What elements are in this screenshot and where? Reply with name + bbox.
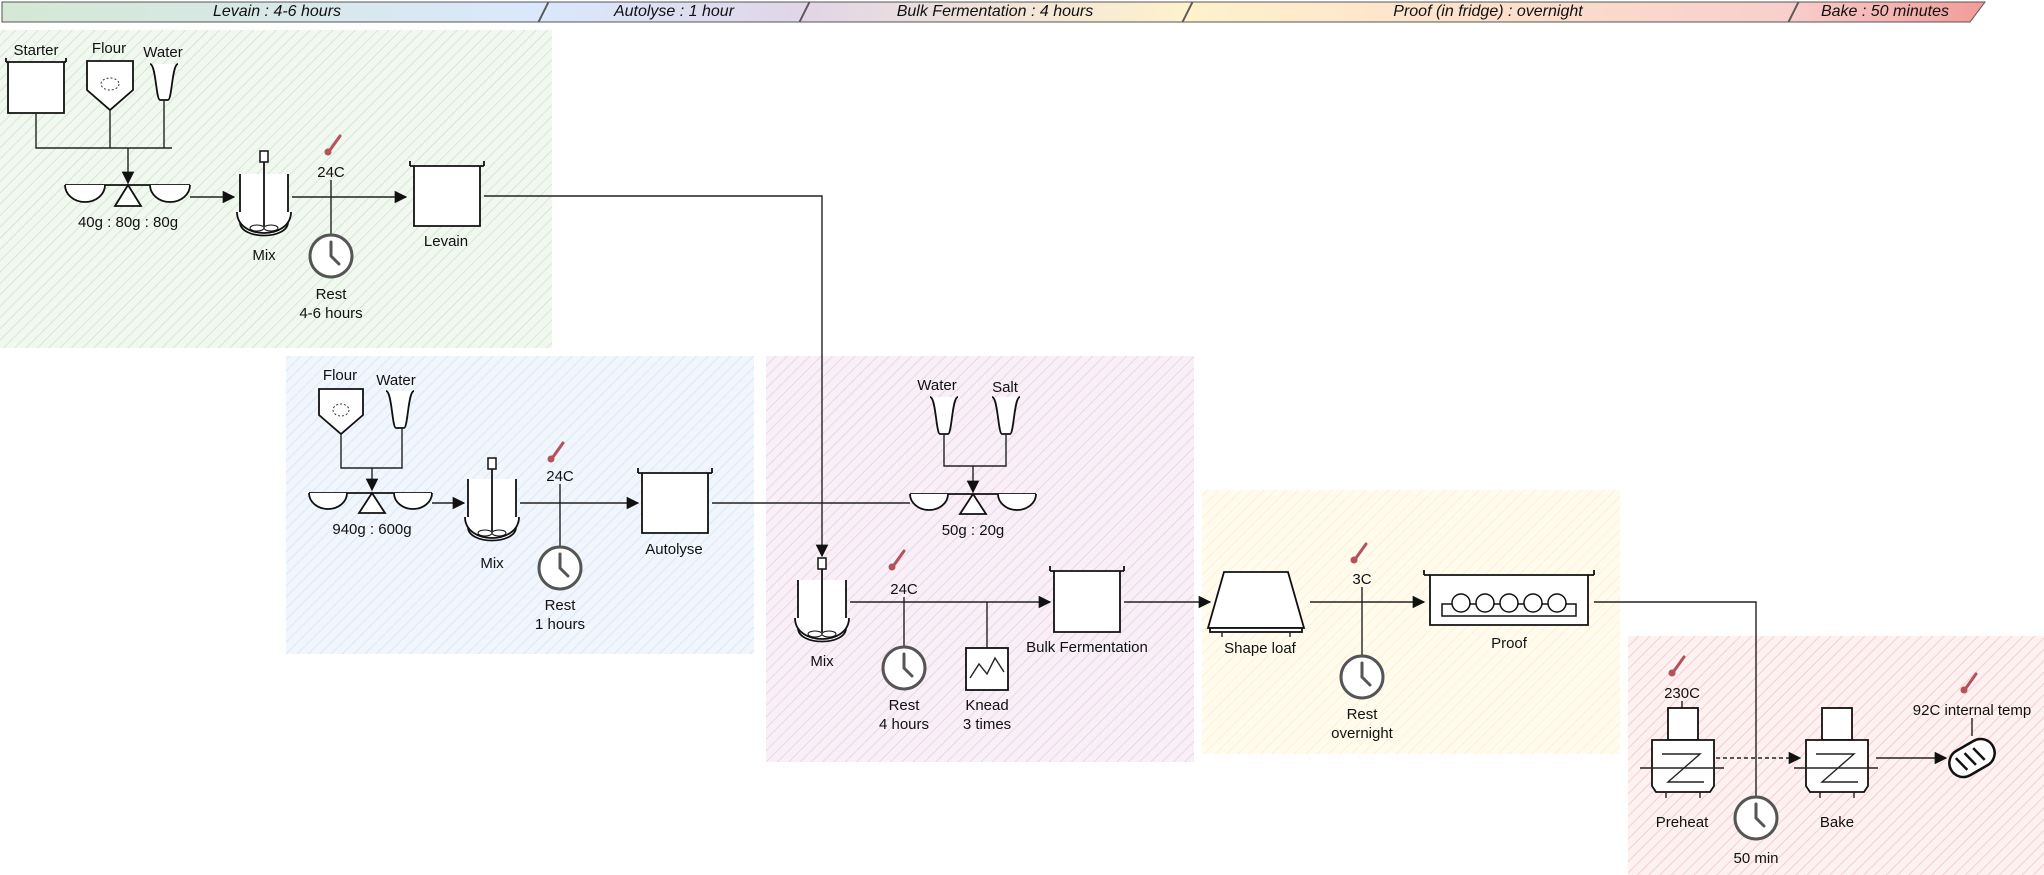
internal-temp-label: 92C internal temp — [1913, 702, 2031, 719]
levain-rest-line2: 4-6 hours — [299, 305, 362, 322]
autolyse-flour-label: Flour — [323, 367, 357, 384]
levain-scale-icon — [64, 183, 191, 207]
phase-bake — [1788, 1, 1986, 23]
starter-label: Starter — [13, 42, 58, 59]
bake-oven-icon — [1794, 707, 1878, 798]
autolyse-flour-hopper-icon — [318, 388, 364, 436]
autolyse-rest-clock-icon — [537, 545, 583, 591]
zone-bulk — [766, 356, 1194, 762]
phase-bulk-label: Bulk Fermentation : 4 hours — [897, 3, 1094, 20]
levain-vessel-label: Levain — [424, 233, 468, 250]
phase-levain-label: Levain : 4-6 hours — [213, 3, 341, 20]
phase-bake-label: Bake : 50 minutes — [1821, 3, 1949, 20]
autolyse-scale-icon — [308, 491, 433, 514]
bulk-ratio: 50g : 20g — [942, 522, 1005, 539]
bulk-vessel-icon — [1049, 566, 1125, 633]
autolyse-water-funnel-icon — [385, 390, 415, 429]
water-label: Water — [143, 44, 182, 61]
shape-loaf-label: Shape loaf — [1224, 640, 1297, 657]
internal-thermometer-icon — [1960, 672, 1978, 694]
autolyse-ratio: 940g : 600g — [332, 521, 411, 538]
proof-vessel-label: Proof — [1491, 635, 1528, 652]
phase-bulk — [799, 1, 1193, 23]
autolyse-section: Flour Water 940g : 600g Mix — [308, 367, 713, 633]
flour-hopper-icon — [86, 60, 134, 112]
proof-temp: 3C — [1352, 571, 1371, 588]
levain-thermometer-icon — [324, 134, 342, 156]
levain-mixer-icon — [236, 150, 292, 237]
levain-vessel-icon — [409, 161, 485, 227]
levain-rest-clock-icon — [308, 233, 354, 279]
autolyse-rest-line1: Rest — [545, 597, 577, 614]
preheat-label: Preheat — [1656, 814, 1709, 831]
levain-ratio: 40g : 80g : 80g — [78, 214, 178, 231]
proof-rest-line2: overnight — [1331, 725, 1394, 742]
phase-proof-label: Proof (in fridge) : overnight — [1393, 3, 1583, 20]
autolyse-mixer-icon — [464, 457, 520, 542]
bulk-rest-clock-icon — [881, 645, 927, 691]
shape-loaf-icon — [1206, 571, 1306, 637]
bulk-vessel-label: Bulk Fermentation — [1026, 639, 1148, 656]
bulk-mixer-icon — [794, 557, 850, 643]
phase-levain — [1, 1, 549, 23]
bulk-water-label: Water — [917, 377, 956, 394]
levain-section: Starter Flour Water 40g : 80g : 80g — [5, 40, 485, 322]
bulk-scale-icon — [909, 492, 1037, 515]
proof-rest-clock-icon — [1339, 654, 1385, 700]
bulk-section: Water Salt 50g : 20g Mix — [794, 377, 1148, 733]
proof-section: Shape loaf 3C Rest overnight Proof — [1206, 542, 1595, 742]
preheat-temp: 230C — [1664, 685, 1700, 702]
proof-thermometer-icon — [1350, 542, 1368, 564]
starter-bin-icon — [5, 58, 67, 114]
phase-autolyse — [538, 1, 810, 23]
flour-label: Flour — [92, 40, 126, 57]
levain-temp: 24C — [317, 164, 345, 181]
levain-rest-line1: Rest — [316, 286, 348, 303]
knead-line2: 3 times — [963, 716, 1011, 733]
preheat-thermometer-icon — [1668, 655, 1686, 677]
bulk-rest-line1: Rest — [889, 697, 921, 714]
phase-header: Levain : 4-6 hours Autolyse : 1 hour Bul… — [1, 1, 1986, 23]
phase-autolyse-label: Autolyse : 1 hour — [613, 3, 735, 20]
bake-label: Bake — [1820, 814, 1854, 831]
bulk-mix-label: Mix — [810, 653, 834, 670]
proof-tray-icon — [1423, 570, 1595, 626]
autolyse-water-label: Water — [376, 372, 415, 389]
bulk-salt-label: Salt — [992, 379, 1019, 396]
autolyse-vessel-icon — [637, 468, 713, 534]
bake-timer-label: 50 min — [1733, 850, 1778, 867]
bulk-thermometer-icon — [888, 549, 906, 571]
bake-timer-clock-icon — [1733, 795, 1779, 841]
bulk-temp: 24C — [890, 581, 918, 598]
phase-proof — [1182, 1, 1799, 23]
bulk-rest-line2: 4 hours — [879, 716, 929, 733]
proof-rest-line1: Rest — [1347, 706, 1379, 723]
autolyse-thermometer-icon — [547, 441, 565, 463]
autolyse-rest-line2: 1 hours — [535, 616, 585, 633]
bake-section: 230C Preheat 50 min Bake — [1640, 655, 2031, 867]
knead-line1: Knead — [965, 697, 1008, 714]
levain-mix-label: Mix — [252, 247, 276, 264]
knead-icon — [965, 647, 1009, 691]
autolyse-mix-label: Mix — [480, 555, 504, 572]
bread-loaf-icon — [1948, 737, 1996, 779]
autolyse-temp: 24C — [546, 468, 574, 485]
preheat-oven-icon — [1640, 707, 1724, 798]
autolyse-vessel-label: Autolyse — [645, 541, 703, 558]
